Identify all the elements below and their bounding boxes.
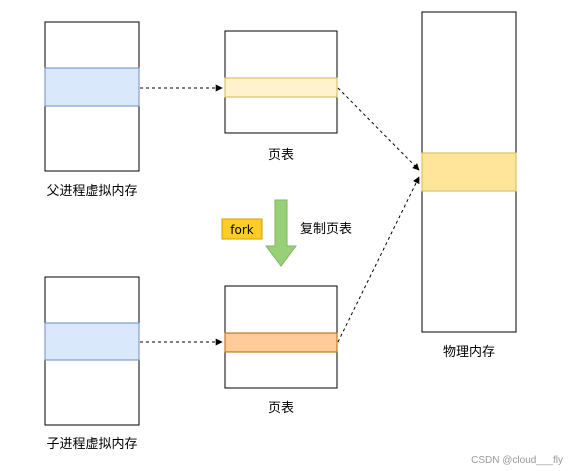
fork-badge-label: fork <box>230 223 254 237</box>
page-table-top-label: 页表 <box>268 148 294 163</box>
physical-memory-page <box>421 152 517 192</box>
fork-badge <box>221 218 263 240</box>
physical-memory-label: 物理内存 <box>443 344 495 360</box>
child-vm-block <box>44 322 140 361</box>
down-arrow-icon <box>265 199 297 267</box>
child-page-table <box>224 285 338 389</box>
top-pagetable-to-physical-arrow <box>337 87 420 171</box>
watermark: CSDN @cloud___fly <box>471 455 563 466</box>
parent-vm-block <box>44 67 140 107</box>
page-table-bottom-label: 页表 <box>268 401 294 416</box>
physical-memory <box>421 11 517 333</box>
child-page-table-entry <box>224 332 338 353</box>
bottom-pagetable-to-physical-arrow <box>337 176 420 343</box>
parent-virtual-memory <box>44 21 140 172</box>
child-vm-label: 子进程虚拟内存 <box>46 436 137 452</box>
child-virtual-memory <box>44 276 140 426</box>
parent-vm-label: 父进程虚拟内存 <box>46 183 137 199</box>
parent-page-table <box>224 30 338 134</box>
copy-page-table-label: 复制页表 <box>300 222 352 237</box>
parent-page-table-entry <box>224 77 338 98</box>
